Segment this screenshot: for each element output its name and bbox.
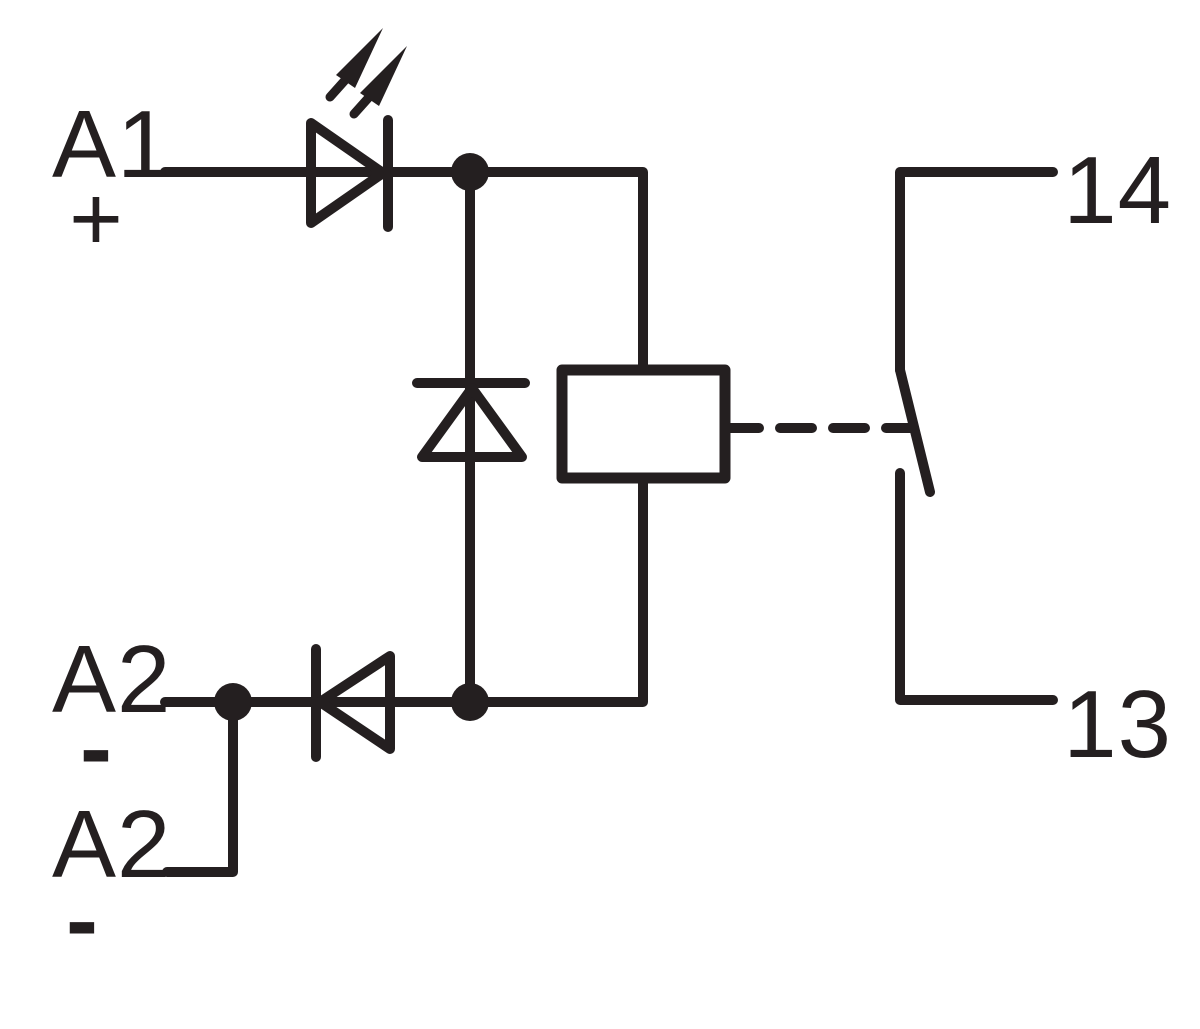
- led-icon: [306, 73, 393, 232]
- polarity-sign-plus: +: [69, 168, 123, 270]
- terminal-label-a2-jumper: A2: [52, 791, 171, 898]
- relay-coil: [556, 364, 731, 484]
- led-arrow1-tail: [325, 73, 352, 102]
- junction-dot: [214, 683, 252, 721]
- reverse-diode-icon: [311, 644, 395, 762]
- terminal-label-14: 14: [1063, 137, 1172, 244]
- diode-triangle: [315, 651, 395, 754]
- polarity-sign-minus: -: [80, 695, 112, 802]
- diode-triangle: [417, 383, 527, 462]
- filled-layer: [214, 28, 489, 721]
- led-triangle: [306, 118, 388, 228]
- wire-terminal-13: [895, 468, 1058, 705]
- wire-layer: [160, 167, 1058, 877]
- wire-a1-rail: [160, 167, 648, 375]
- freewheeling-diode-icon: [412, 378, 530, 462]
- wire-coil-return: [465, 473, 648, 707]
- symbol-layer: [306, 73, 731, 762]
- wire-a2-jumper: [162, 697, 238, 877]
- led-arrow1-head: [336, 28, 383, 88]
- terminal-label-a1: A1: [52, 91, 171, 198]
- junction-dot: [451, 683, 489, 721]
- polarity-sign-minus: -: [66, 867, 98, 974]
- label-layer: A1 + A2 - A2 - 14 13: [52, 91, 1172, 974]
- terminal-label-13: 13: [1063, 671, 1172, 778]
- junction-dot: [451, 153, 489, 191]
- led-arrow2-head: [360, 46, 407, 106]
- terminal-label-a2: A2: [52, 626, 171, 733]
- wire-terminal-14: [895, 167, 1058, 375]
